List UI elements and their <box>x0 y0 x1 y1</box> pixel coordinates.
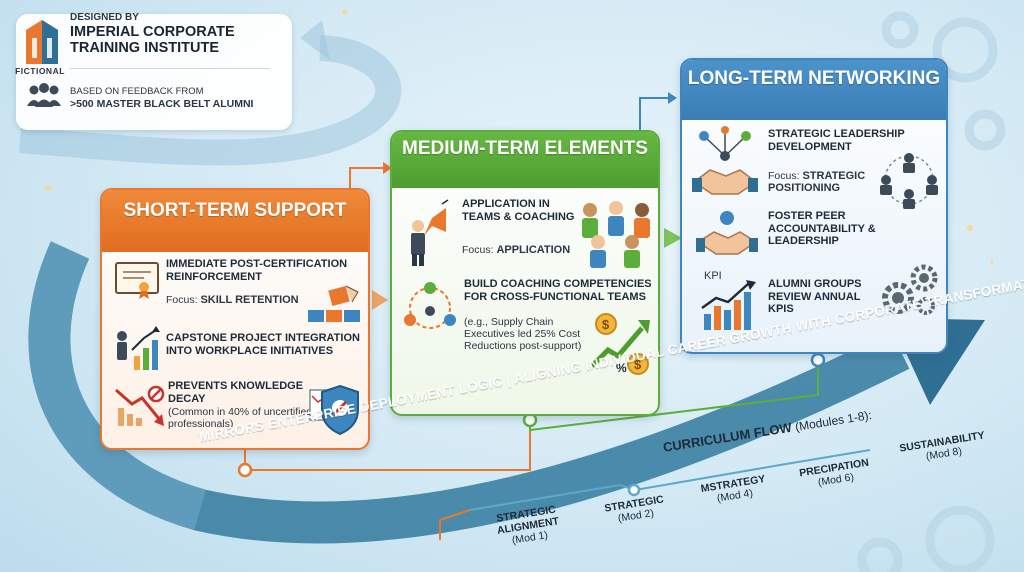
medium-item2-note: (e.g., Supply Chain Executives led 25% C… <box>464 316 582 352</box>
declining-chart-icon <box>115 385 165 426</box>
gears-icon <box>882 264 938 315</box>
focus-label: Focus: <box>768 170 800 182</box>
people-group-icon <box>27 83 61 107</box>
focus-label: Focus: <box>166 294 198 306</box>
kpi-chart-icon <box>701 280 756 330</box>
handshake-network-icon <box>692 126 758 195</box>
short-item3-note: (Common in 40% of uncertified profession… <box>168 406 313 430</box>
medium-term-card: MEDIUM-TERM ELEMENTS APPLICATION IN TEAM… <box>390 130 660 416</box>
team-icon <box>582 201 650 268</box>
focus-value: STRATEGIC POSITIONING <box>768 170 866 194</box>
presenter-chart-icon <box>117 326 160 370</box>
long-item1-title: STRATEGIC LEADERSHIP DEVELOPMENT <box>768 128 905 153</box>
kpi-label: KPI <box>704 270 722 282</box>
logo-text: FICTIONAL <box>15 66 65 76</box>
network-people-icon <box>404 282 456 329</box>
growth-coins-icon: $ $ % <box>590 313 650 375</box>
header-divider <box>70 68 270 69</box>
feedback-text: BASED ON FEEDBACK FROM >500 MASTER BLACK… <box>70 86 253 111</box>
short-item3-title: PREVENTS KNOWLEDGE DECAY <box>168 380 304 405</box>
feedback-line1: BASED ON FEEDBACK FROM <box>70 86 204 97</box>
svg-text:$: $ <box>602 317 610 332</box>
handshake-icon <box>696 211 758 255</box>
short-item2-title: CAPSTONE PROJECT INTEGRATION INTO WORKPL… <box>166 332 360 357</box>
shield-icon <box>309 384 359 436</box>
short-term-card: SHORT-TERM SUPPORT IMMEDIATE POST-CERTIF… <box>100 188 370 450</box>
focus-label: Focus: <box>462 244 494 256</box>
swoosh-arrow-head <box>300 20 330 60</box>
feedback-line2: >500 MASTER BLACK BELT ALUMNI <box>70 98 254 110</box>
medium-item1-title: APPLICATION IN TEAMS & COACHING <box>462 198 575 223</box>
long-term-title: LONG-TERM NETWORKING <box>682 60 946 120</box>
certificate-icon <box>115 262 159 299</box>
short-item1-focus: Focus: SKILL RETENTION <box>166 294 306 306</box>
short-item1-title: IMMEDIATE POST-CERTIFICATION REINFORCEME… <box>166 258 348 283</box>
svg-text:$: $ <box>634 357 642 372</box>
gear-icon <box>857 11 1006 572</box>
leaders-circle-icon <box>880 153 938 209</box>
long-term-card: LONG-TERM NETWORKING STRATEGIC LEADERSHI… <box>680 58 948 354</box>
building-logo-icon <box>26 20 58 64</box>
designed-by-label: DESIGNED BY <box>70 12 139 23</box>
medium-item2-title: BUILD COACHING COMPETENCIES FOR CROSS-FU… <box>464 278 652 303</box>
medium-item1-focus: Focus: APPLICATION <box>462 244 592 256</box>
long-item2-title: FOSTER PEER ACCOUNTABILITY & LEADERSHIP <box>768 210 876 247</box>
short-term-title: SHORT-TERM SUPPORT <box>102 190 368 252</box>
medium-term-title: MEDIUM-TERM ELEMENTS <box>392 132 658 188</box>
flow-swoosh-highlight <box>28 241 207 531</box>
swoosh-top <box>19 35 402 166</box>
long-item3-title: ALUMNI GROUPS REVIEW ANNUAL KPIS <box>768 278 862 315</box>
connector-nodes <box>237 352 826 497</box>
header-card <box>16 14 292 130</box>
svg-text:%: % <box>616 361 627 375</box>
long-item1-focus: Focus: STRATEGIC POSITIONING <box>768 170 880 194</box>
focus-value: SKILL RETENTION <box>200 294 299 306</box>
megaphone-person-icon <box>411 199 449 266</box>
focus-value: APPLICATION <box>496 244 571 256</box>
puzzle-blocks-icon <box>308 285 360 322</box>
institute-name: IMPERIAL CORPORATE TRAINING INSTITUTE <box>70 24 235 56</box>
glow-dots <box>45 9 994 264</box>
